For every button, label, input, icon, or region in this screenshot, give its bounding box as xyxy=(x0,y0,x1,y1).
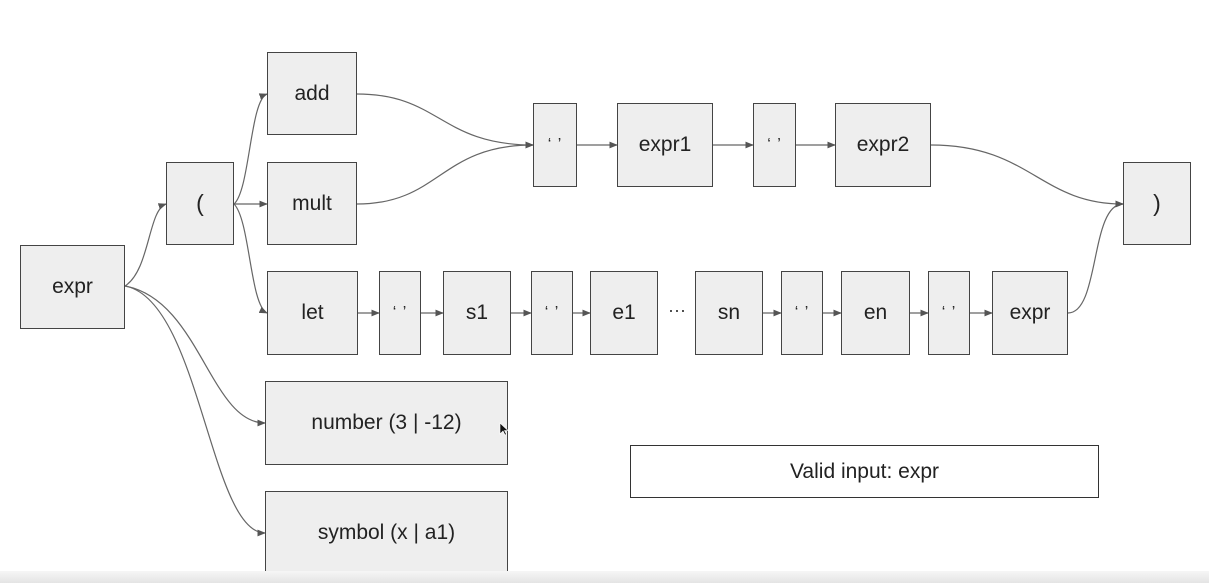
node-s1: s1 xyxy=(443,271,511,355)
node-symbol: symbol (x | a1) xyxy=(265,491,508,575)
node-space-2: ‘ ’ xyxy=(753,103,796,187)
node-number: number (3 | -12) xyxy=(265,381,508,465)
node-space-1: ‘ ’ xyxy=(533,103,577,187)
edge-expr-open-paren xyxy=(124,203,167,287)
node-close-paren: ) xyxy=(1123,162,1191,245)
edge-expr-number xyxy=(124,285,266,427)
edge-expr2-close xyxy=(930,144,1124,208)
ellipsis: ··· xyxy=(668,300,686,320)
node-let-space-3: ‘ ’ xyxy=(781,271,823,355)
node-let-space-2: ‘ ’ xyxy=(531,271,573,355)
edge-paren-let xyxy=(233,203,268,314)
node-expr-root: expr xyxy=(20,245,125,329)
edge-mult-space xyxy=(356,141,534,205)
node-en: en xyxy=(841,271,910,355)
bottom-bar xyxy=(0,571,1209,583)
edge-letexpr-close xyxy=(1067,200,1124,314)
node-let: let xyxy=(267,271,358,355)
edge-add-space xyxy=(356,93,534,149)
node-expr1: expr1 xyxy=(617,103,713,187)
node-add: add xyxy=(267,52,357,135)
edge-expr-symbol xyxy=(124,285,266,537)
node-mult: mult xyxy=(267,162,357,245)
edge-paren-add xyxy=(233,93,268,205)
mouse-pointer-icon xyxy=(499,422,509,436)
node-expr2: expr2 xyxy=(835,103,931,187)
node-let-body-expr: expr xyxy=(992,271,1068,355)
node-open-paren: ( xyxy=(166,162,234,245)
node-let-space-4: ‘ ’ xyxy=(928,271,970,355)
node-e1: e1 xyxy=(590,271,658,355)
node-let-space-1: ‘ ’ xyxy=(379,271,421,355)
node-sn: sn xyxy=(695,271,763,355)
valid-input-note: Valid input: expr xyxy=(630,445,1099,498)
